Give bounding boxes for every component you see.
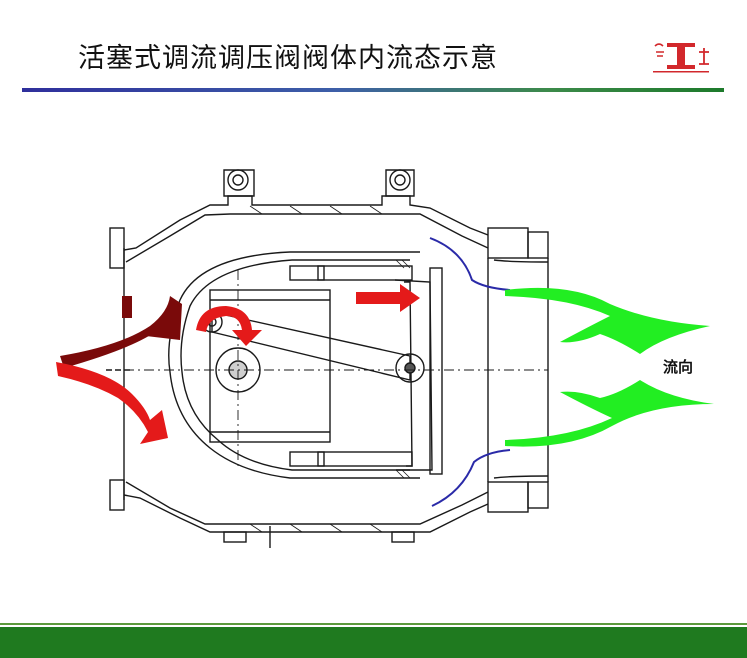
footer-bar (0, 627, 747, 658)
valve-cross-section-diagram (56, 169, 714, 548)
slide-title: 活塞式调流调压阀阀体内流态示意 (78, 43, 498, 74)
flow-direction-label: 流向 (663, 358, 694, 376)
title-divider (22, 88, 724, 92)
footer-accent-line (0, 623, 747, 625)
company-logo-icon (649, 38, 713, 74)
